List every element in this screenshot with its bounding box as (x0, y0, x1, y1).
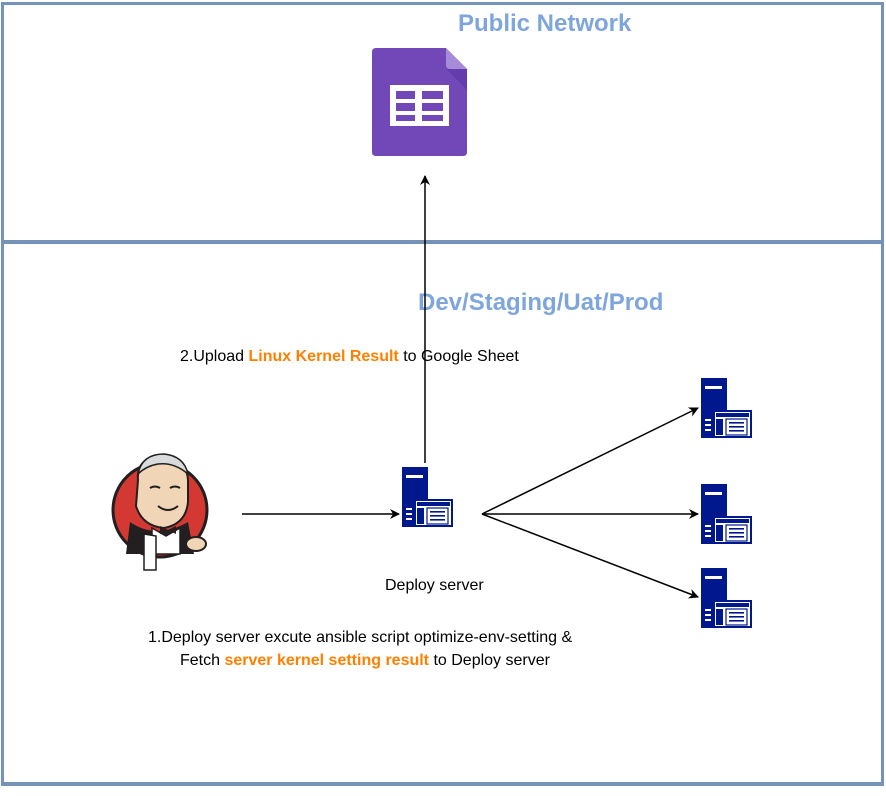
deploy-step-line2-prefix: Fetch (180, 652, 225, 669)
deploy-to-server1-arrow (481, 407, 699, 515)
target-server-icon (700, 483, 752, 545)
target-server-icon (700, 377, 752, 439)
upload-step-suffix: to Google Sheet (398, 348, 519, 365)
upload-step-prefix: 2.Upload (180, 348, 249, 365)
upload-step-label: 2.Upload Linux Kernel Result to Google S… (180, 348, 519, 366)
target-server-icon (700, 567, 752, 629)
google-sheets-icon (372, 48, 467, 156)
deploy-step-line2-suffix: to Deploy server (429, 652, 550, 669)
bottom-border (1, 782, 884, 785)
deploy-to-server3-arrow (481, 513, 699, 599)
deploy-server-icon (401, 466, 453, 528)
deploy-step-line1: 1.Deploy server excute ansible script op… (148, 629, 573, 646)
deploy-server-label: Deploy server (385, 577, 484, 594)
deploy-step-line2-highlight: server kernel setting result (224, 652, 430, 669)
jenkins-icon (111, 453, 209, 571)
deploy-step-line2: Fetch server kernel setting result to De… (180, 652, 550, 670)
internal-network-title: Dev/Staging/Uat/Prod (418, 289, 664, 316)
upload-step-highlight: Linux Kernel Result (248, 348, 399, 365)
public-network-title: Public Network (458, 10, 632, 37)
